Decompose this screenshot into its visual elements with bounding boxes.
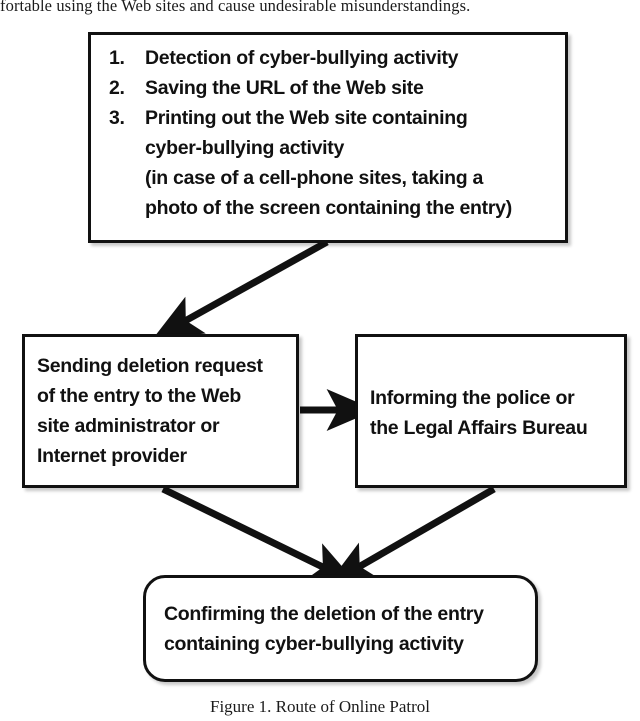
list-item-number: 2. [109,77,125,99]
flowchart-node-informing-the-police: Informing the police or the Legal Affair… [355,334,627,488]
list-item-text: Detection of cyber-bullying activity [145,47,459,69]
body-paragraph-fragment: fortable using the Web sites and cause u… [0,0,471,15]
node-text-line: the Legal Affairs Bureau [370,417,588,439]
arrow-police-to-confirm [326,485,496,586]
node-text-line: containing cyber-bullying activity [164,633,464,655]
node-text-line: Internet provider [37,445,187,467]
arrow-deletion-to-confirm [161,485,357,584]
list-item-number: 1. [109,47,125,69]
node-text-line: Confirming the deletion of the entry [164,603,484,625]
arrow-steps-to-deletion [152,238,329,339]
node-text-line: Sending deletion request [37,355,263,377]
flowchart-node-sending-deletion-request: Sending deletion request of the entry to… [22,334,299,488]
figure-route-of-online-patrol: 1. Detection of cyber-bullying activity … [22,32,627,682]
list-item: 1. Detection of cyber-bullying activity [101,43,555,73]
list-item-text-line: photo of the screen containing the entry… [145,197,512,219]
list-item: 2. Saving the URL of the Web site [101,73,555,103]
node-text-line: Informing the police or [370,387,575,409]
list-item-text-line: (in case of a cell-phone sites, taking a [145,167,484,189]
figure-caption: Figure 1. Route of Online Patrol [209,697,431,716]
node-text-line: site administrator or [37,415,220,437]
evidence-steps-list: 1. Detection of cyber-bullying activity … [101,43,555,223]
flowchart-node-confirming-the-deletion: Confirming the deletion of the entry con… [143,575,538,682]
list-item-text: Saving the URL of the Web site [145,77,424,99]
list-item-text-line: Printing out the Web site containing [145,107,468,129]
node-text-line: of the entry to the Web [37,385,241,407]
list-item-text-line: cyber-bullying activity [145,137,344,159]
flowchart-node-evidence-collection-steps: 1. Detection of cyber-bullying activity … [88,32,568,243]
list-item-number: 3. [109,107,125,129]
list-item: 3. Printing out the Web site containing … [101,103,555,223]
